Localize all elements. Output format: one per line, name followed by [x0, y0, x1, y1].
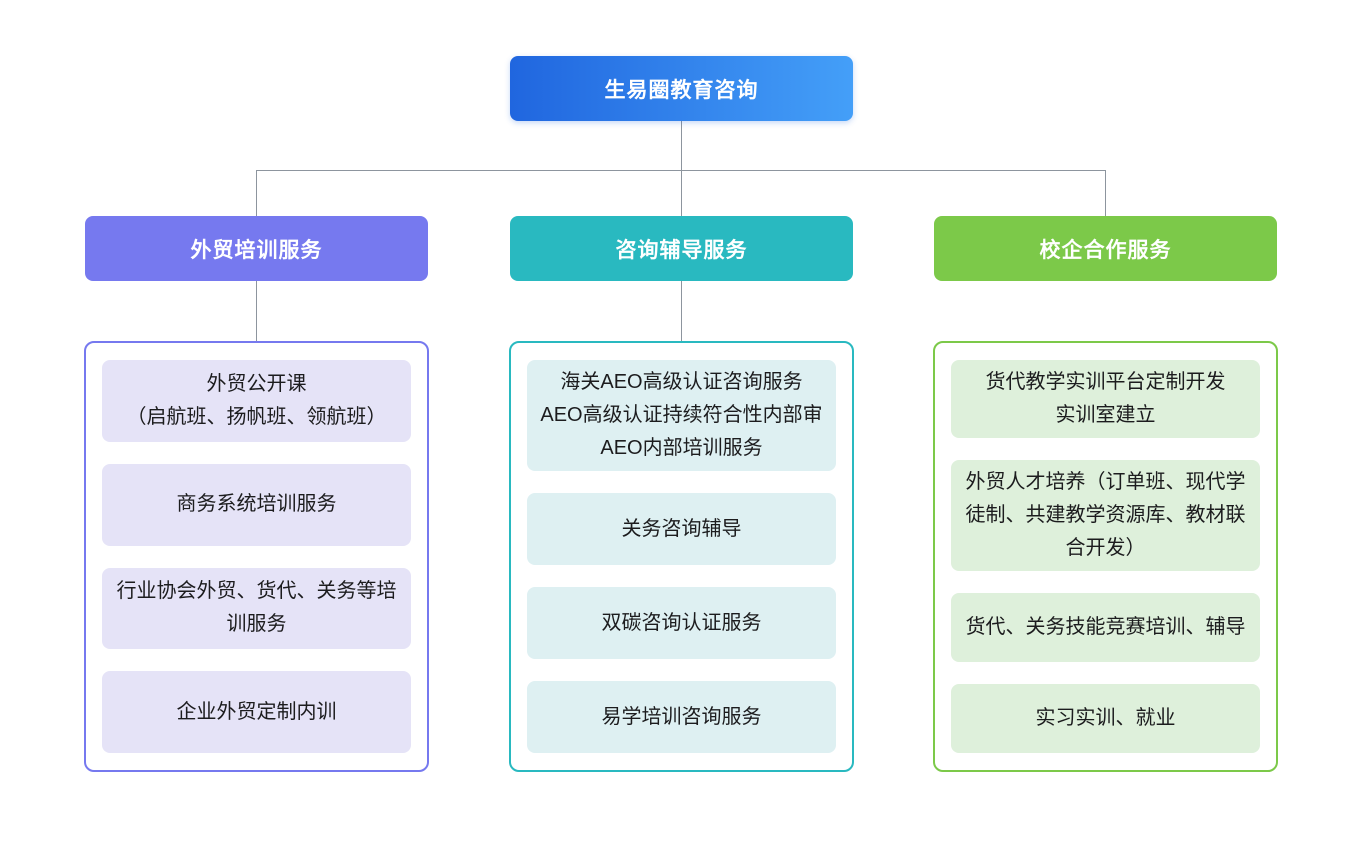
branch-group-trade-training: 外贸公开课 （启航班、扬帆班、领航班） 商务系统培训服务 行业协会外贸、货代、关… — [84, 341, 429, 772]
leaf-item[interactable]: 外贸人才培养（订单班、现代学徒制、共建教学资源库、教材联合开发） — [951, 460, 1260, 571]
leaf-item[interactable]: 实习实训、就业 — [951, 684, 1260, 753]
connector-branch3-drop — [1105, 170, 1106, 216]
leaf-item[interactable]: 关务咨询辅导 — [527, 493, 836, 565]
root-node[interactable]: 生易圈教育咨询 — [510, 56, 853, 121]
leaf-item[interactable]: 双碳咨询认证服务 — [527, 587, 836, 659]
connector-branch2-to-group — [681, 281, 682, 341]
connector-branch1-to-group — [256, 281, 257, 341]
leaf-item[interactable]: 货代、关务技能竞赛培训、辅导 — [951, 593, 1260, 662]
branch-header-trade-training[interactable]: 外贸培训服务 — [85, 216, 428, 281]
connector-root-vertical — [681, 121, 682, 216]
leaf-item[interactable]: 货代教学实训平台定制开发 实训室建立 — [951, 360, 1260, 438]
connector-main-horizontal — [256, 170, 1106, 171]
connector-branch1-drop — [256, 170, 257, 216]
leaf-item[interactable]: 商务系统培训服务 — [102, 463, 411, 546]
branch-group-consulting: 海关AEO高级认证咨询服务 AEO高级认证持续符合性内部审 AEO内部培训服务 … — [509, 341, 854, 772]
branch-header-school-enterprise[interactable]: 校企合作服务 — [934, 216, 1277, 281]
leaf-item[interactable]: 外贸公开课 （启航班、扬帆班、领航班） — [102, 360, 411, 442]
leaf-item[interactable]: 易学培训咨询服务 — [527, 681, 836, 753]
leaf-item[interactable]: 海关AEO高级认证咨询服务 AEO高级认证持续符合性内部审 AEO内部培训服务 — [527, 360, 836, 471]
branch-group-school-enterprise: 货代教学实训平台定制开发 实训室建立 外贸人才培养（订单班、现代学徒制、共建教学… — [933, 341, 1278, 772]
leaf-item[interactable]: 企业外贸定制内训 — [102, 671, 411, 753]
leaf-item[interactable]: 行业协会外贸、货代、关务等培训服务 — [102, 567, 411, 650]
branch-header-consulting[interactable]: 咨询辅导服务 — [510, 216, 853, 281]
